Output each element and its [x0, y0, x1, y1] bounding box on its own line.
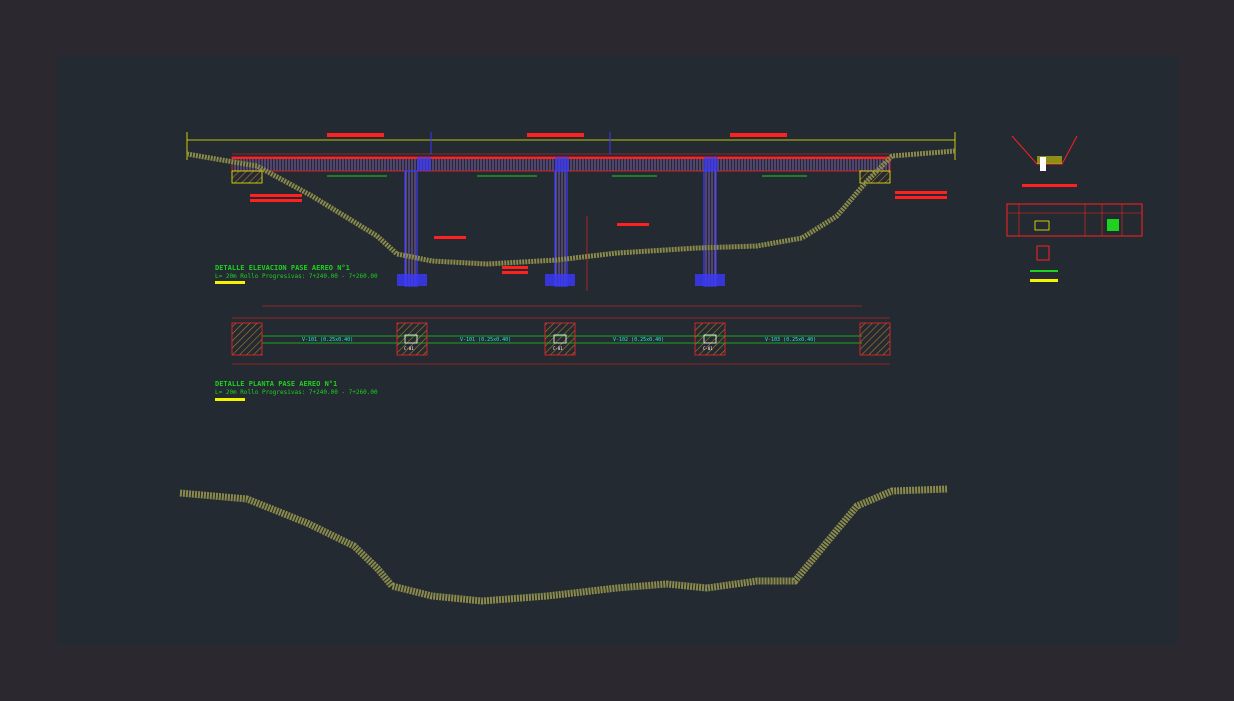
elevation-title: DETALLE ELEVACION PASE AEREO N°1 [215, 264, 350, 272]
elevation-title-block: DETALLE ELEVACION PASE AEREO N°1 L= 20m … [215, 264, 378, 284]
beam-label-2: V-101 (0.25x0.40) [460, 337, 511, 343]
column-label-1: C-01 [404, 346, 414, 351]
beam-label-4: V-103 (0.25x0.40) [765, 337, 816, 343]
elevation-dimensions [186, 132, 956, 160]
bridge-columns [397, 170, 725, 291]
bridge-beam [231, 156, 891, 177]
beam-label-1: V-101 (0.25x0.40) [302, 337, 353, 343]
terrain-profile-lower [179, 485, 948, 605]
cad-model-space[interactable]: DETALLE ELEVACION PASE AEREO N°1 L= 20m … [57, 56, 1178, 645]
elevation-subtitle: L= 20m Rollo Progresivas: 7+240.00 - 7+2… [215, 273, 378, 280]
cad-drawing: DETALLE ELEVACION PASE AEREO N°1 L= 20m … [179, 132, 1143, 605]
column-label-3: C-01 [703, 346, 713, 351]
column-label-2: C-01 [553, 346, 563, 351]
channel-section-detail [1006, 135, 1143, 282]
beam-label-3: V-102 (0.25x0.40) [613, 337, 664, 343]
plan-view: V-101 (0.25x0.40) V-101 (0.25x0.40) V-10… [231, 305, 891, 365]
plan-title: DETALLE PLANTA PASE AEREO N°1 [215, 380, 337, 388]
plan-subtitle: L= 20m Rollo Progresivas: 7+240.00 - 7+2… [215, 389, 378, 396]
terrain-profile-elevation [186, 148, 956, 267]
plan-title-block: DETALLE PLANTA PASE AEREO N°1 L= 20m Rol… [215, 380, 378, 401]
